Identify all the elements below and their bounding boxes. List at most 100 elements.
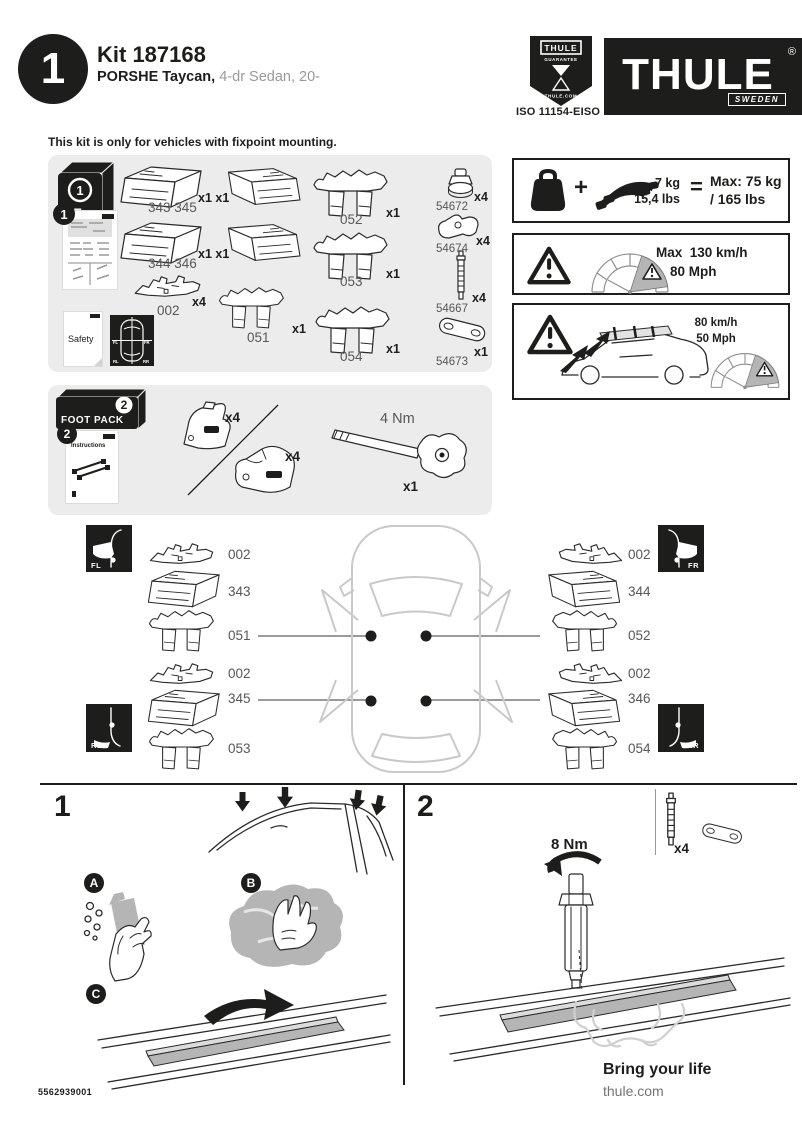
speedometer-icon [710, 352, 780, 390]
document-code: 5562939001 [38, 1087, 93, 1097]
car-position-drawing: FL FR RL RR [112, 317, 152, 364]
thule-logo: THULE ® SWEDEN [604, 38, 802, 115]
safety-label: Safety [68, 334, 94, 344]
shield-brand-text: THULE [544, 43, 577, 53]
adapter-054-drawing [552, 728, 618, 770]
page-step-badge: 1 [18, 34, 88, 104]
max-load-kg: Max: 75 kg [710, 173, 782, 189]
part-qty: x1 x1 [198, 247, 230, 261]
safety-card: Safety [64, 312, 102, 366]
steps-top-rule [40, 783, 797, 785]
foot-pack-box: 2 FOOT PACK Instructions 2 x4 x4 4 Nm x1 [48, 385, 492, 515]
part-label: 002 [157, 303, 180, 318]
sheet-miniature-drawing [68, 219, 112, 285]
equals-sign: = [690, 174, 703, 199]
assembly-label: 002 [228, 547, 251, 562]
max-speed-panel: Max 130 km/h 80 Mph [512, 233, 790, 295]
part-qty: x1 [386, 206, 400, 220]
connector-line [258, 699, 372, 701]
roof-cleaning-drawing [208, 787, 394, 875]
torque-label: 8 Nm [551, 836, 588, 853]
torque-key-drawing [331, 429, 467, 479]
thule-sweden-label: SWEDEN [727, 93, 786, 106]
shield-site-text: THULE.COM [545, 94, 578, 99]
assembly-label: 346 [628, 691, 651, 706]
loaded-car-icon [560, 325, 709, 385]
corner-label-rr: RR [687, 741, 699, 750]
loaded-speed-text: 80 km/h 50 Mph [672, 316, 760, 347]
warranty-shield-icon: THULE GUARANTEE THULE.COM [530, 36, 592, 106]
speed-limit-text: Max 130 km/h 80 Mph [656, 244, 748, 282]
brand-slogan: Bring your life [603, 1061, 712, 1078]
part-qty: x4 [474, 190, 488, 204]
corner-badge-rl: RL [86, 704, 132, 752]
substep-a-badge: A [84, 873, 104, 893]
sheet-title: Instructions [71, 443, 106, 449]
key-qty: x1 [403, 479, 419, 494]
car-top-view [319, 525, 513, 773]
foot-pack-badge: 2 FOOT PACK [56, 387, 148, 431]
bracket-002-drawing [558, 543, 623, 564]
bar-weight-lbs: 15,4 lbs [634, 192, 680, 207]
page-step-number: 1 [40, 44, 66, 93]
brand-site: thule.com [603, 1083, 664, 1099]
torque-value: 4 Nm [380, 411, 415, 427]
vehicle-name: PORSHE Taycan, [97, 69, 216, 85]
part-qty: x1 [386, 267, 400, 281]
substep-c-badge: C [86, 984, 106, 1004]
part-label: 54673 [436, 356, 468, 368]
inset-plate-drawing [700, 822, 744, 846]
loaded-speed-mph: 50 Mph [696, 332, 736, 345]
assembly-label: 002 [228, 666, 251, 681]
part-label: 052 [340, 212, 363, 227]
safety-thule-tag [90, 314, 100, 318]
diag-fl: FL [113, 340, 119, 345]
thule-logo-text: THULE [622, 50, 774, 99]
bar-weight: 7 kg 15,4 lbs [634, 175, 680, 208]
kit-instruction-sheet: 1 [53, 203, 117, 289]
adapter-053-drawing [313, 232, 388, 280]
corner-label-fr: FR [688, 561, 699, 570]
steps-divider [403, 783, 405, 1085]
diag-rl: RL [113, 359, 119, 364]
part-qty: x1 x1 [198, 191, 230, 205]
assembly-label: 343 [228, 584, 251, 599]
part-qty: x1 [474, 345, 488, 359]
loaded-speed-panel: 80 km/h 50 Mph [512, 303, 790, 400]
part-qty: x4 [476, 234, 490, 248]
assembly-label: 002 [628, 666, 651, 681]
bar-weight-kg: 7 kg [654, 176, 680, 190]
adapter-052-drawing [552, 610, 618, 652]
diag-rr: RR [143, 359, 149, 364]
vehicle-detail: 4-dr Sedan, 20- [215, 69, 320, 85]
warning-triangle-icon [526, 244, 572, 286]
bracket-002-drawing [558, 663, 623, 684]
adapter-051-drawing [218, 287, 284, 329]
adapter-053-drawing [148, 728, 214, 770]
part-label: 053 [340, 274, 363, 289]
pad-346-drawing [227, 224, 301, 261]
corner-badge-fr: FR [658, 525, 704, 572]
kit-title: Kit 187168 [97, 42, 206, 67]
diag-fr: FR [144, 340, 150, 345]
part-label: 54667 [436, 303, 468, 315]
iso-standard-text: ISO 11154-EISO 111 [516, 106, 622, 118]
inset-divider [655, 789, 656, 855]
part-qty: x4 [472, 291, 486, 305]
max-load-lbs: / 165 lbs [710, 191, 766, 208]
rail-mount-drawing [435, 949, 791, 1062]
divider-diagonal [187, 404, 279, 496]
plus-sign: + [574, 174, 589, 201]
corner-label-rl: RL [91, 741, 102, 750]
sheet-crossbars-drawing [72, 459, 110, 480]
part-label: 54672 [436, 201, 468, 213]
spray-clean-drawing [83, 892, 152, 982]
part-label: 343 345 [148, 200, 197, 215]
clamp-54674-drawing [438, 214, 479, 239]
shield-guarantee-text: GUARANTEE [544, 57, 577, 62]
assembly-label: 054 [628, 741, 651, 756]
torque-bolt-drawing [544, 851, 602, 989]
load-limit-panel: + 7 kg 15,4 lbs = Max: 75 kg / 165 lbs [512, 158, 790, 223]
connector-line [430, 635, 540, 637]
corner-label-fl: FL [91, 561, 101, 570]
